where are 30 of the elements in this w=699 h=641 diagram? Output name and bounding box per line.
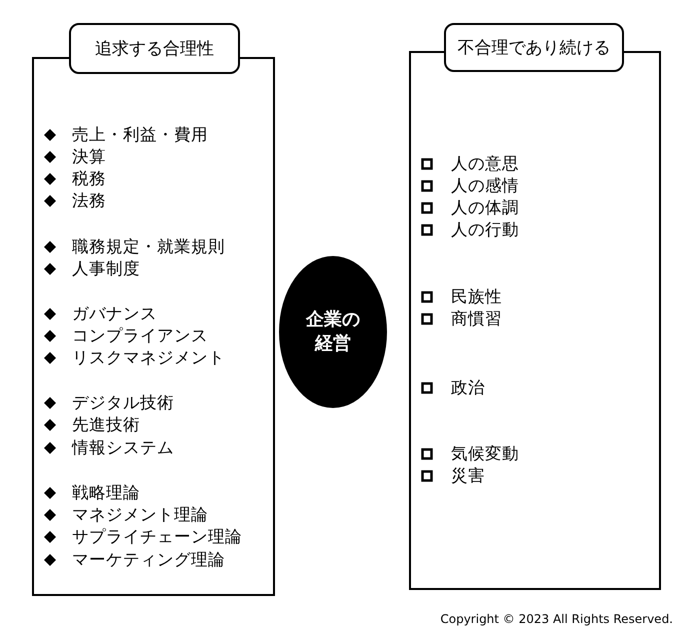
list-item: 災害: [451, 466, 485, 486]
list-item: マーケティング理論: [72, 550, 225, 570]
list-item: 法務: [72, 191, 106, 211]
heading-tab: 不合理であり続ける: [444, 23, 624, 72]
ellipse-label: 企業の経営: [304, 308, 361, 356]
list-item: ガバナンス: [72, 304, 157, 324]
list-item: コンプライアンス: [72, 326, 208, 346]
copyright-note: Copyright © 2023 All Rights Reserved.: [440, 612, 673, 626]
list-item: マネジメント理論: [72, 505, 208, 525]
list-item: リスクマネジメント: [72, 348, 225, 368]
list-item: 税務: [72, 169, 106, 189]
list-item: 人の行動: [451, 220, 519, 240]
list-item: 売上・利益・費用: [72, 125, 208, 145]
list-item: 民族性: [451, 287, 502, 307]
list-item: 先進技術: [72, 415, 140, 435]
list-item: 決算: [72, 147, 106, 167]
list-item: 商慣習: [451, 309, 502, 329]
heading-tab: 追求する合理性: [69, 23, 240, 74]
list-item: 政治: [451, 378, 485, 398]
list-item: 人の意思: [451, 154, 519, 174]
list-item: サプライチェーン理論: [72, 527, 242, 547]
list-item: 人事制度: [72, 259, 140, 279]
list-item: 人の感情: [451, 176, 519, 196]
list-panel: [32, 57, 275, 596]
list-item: 戦略理論: [72, 483, 140, 503]
list-item: 気候変動: [451, 444, 519, 464]
list-item: デジタル技術: [72, 393, 174, 413]
list-item: 人の体調: [451, 198, 519, 218]
list-item: 情報システム: [72, 438, 174, 458]
list-item: 職務規定・就業規則: [72, 237, 225, 257]
